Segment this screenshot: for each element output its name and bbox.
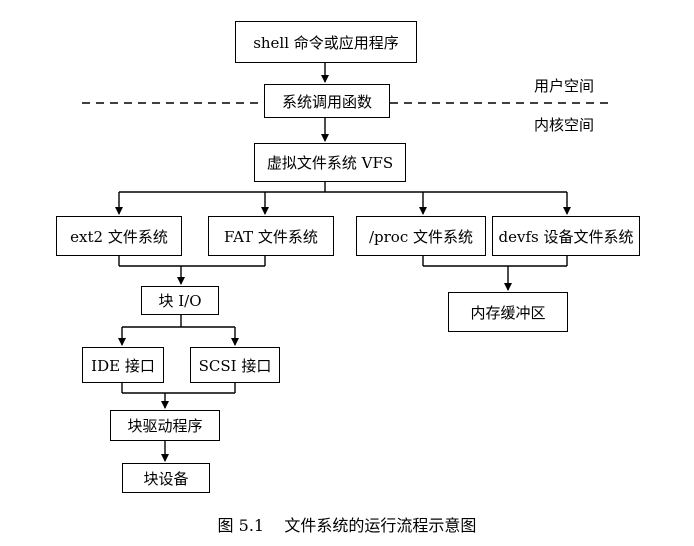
node-app: shell 命令或应用程序 [235,21,417,63]
edge-vfs-filesystems [115,182,571,215]
node-ide: IDE 接口 [82,347,164,383]
node-block-io-label: 块 I/O [158,292,202,310]
edge-interfaces-driver [121,383,236,409]
user-space-label: 用户空间 [534,77,595,95]
node-block-driver: 块驱动程序 [110,410,220,441]
node-app-label: shell 命令或应用程序 [253,33,399,52]
node-ext2-label: ext2 文件系统 [70,227,168,246]
kernel-space-label: 内核空间 [534,116,595,134]
node-proc: /proc 文件系统 [356,216,486,256]
node-fat: FAT 文件系统 [208,216,334,256]
node-vfs: 虚拟文件系统 VFS [254,143,406,182]
edge-blockio-interfaces [118,315,239,346]
node-scsi-label: SCSI 接口 [198,356,272,375]
node-scsi: SCSI 接口 [190,347,280,383]
node-block-device: 块设备 [122,463,210,493]
node-vfs-label: 虚拟文件系统 VFS [266,154,394,172]
node-devfs-label: devfs 设备文件系统 [498,227,634,246]
node-ext2: ext2 文件系统 [56,216,182,256]
node-devfs: devfs 设备文件系统 [492,216,640,256]
node-syscall: 系统调用函数 [264,84,390,118]
node-ide-label: IDE 接口 [91,356,155,375]
edge-fs-blockio [118,256,266,285]
node-buffer: 内存缓冲区 [448,292,568,332]
node-proc-label: /proc 文件系统 [368,227,474,246]
node-fat-label: FAT 文件系统 [224,227,318,246]
node-block-driver-label: 块驱动程序 [127,417,203,435]
node-block-io: 块 I/O [141,286,219,315]
edge-fs-buffer [422,256,568,291]
figure-caption: 图 5.1 文件系统的运行流程示意图 [217,516,477,535]
node-block-device-label: 块设备 [143,469,189,488]
node-buffer-label: 内存缓冲区 [470,303,546,322]
node-syscall-label: 系统调用函数 [281,92,372,111]
